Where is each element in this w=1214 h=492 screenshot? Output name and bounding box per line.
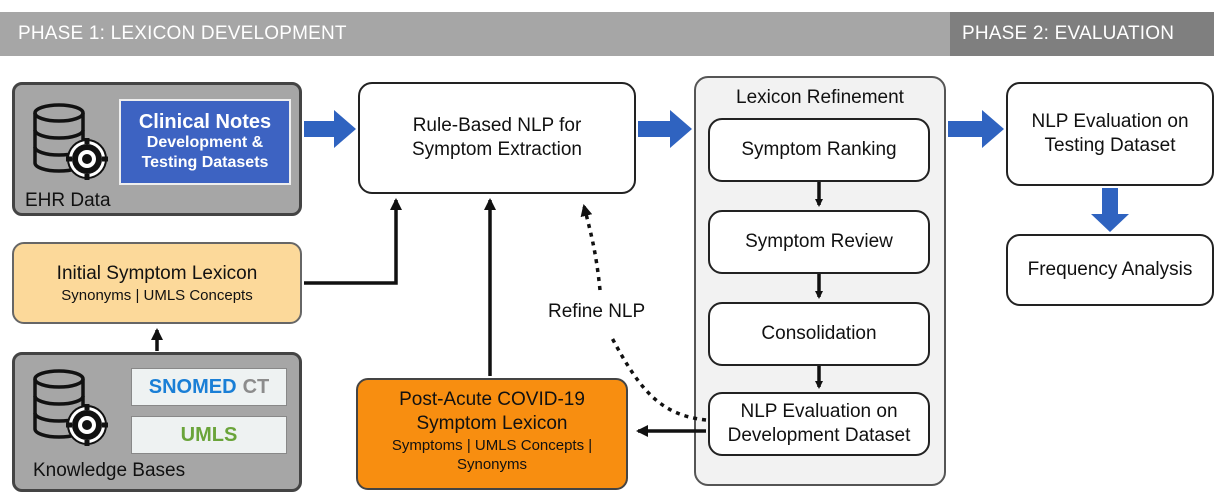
dotted-arrow-refine-down [610,337,707,422]
lexicon-refinement-title: Lexicon Refinement [736,87,904,108]
symptom-review-box: Symptom Review [708,210,930,274]
arrow-initial-to-nlp [304,198,402,285]
initial-lexicon-subtitle: Synonyms | UMLS Concepts [61,286,253,304]
blue-arrow-refinement-to-testing [948,110,1004,148]
nlp-line1: Rule-Based NLP for [412,115,582,136]
rule-based-nlp-box: Rule-Based NLP for Symptom Extraction [358,82,636,194]
post-acute-line2: Symptom Lexicon [416,413,568,434]
clinical-notes-line1: Development & [146,134,264,151]
nlp-line2: Symptom Extraction [412,139,582,160]
symptom-review-label: Symptom Review [745,231,893,252]
blue-arrow-testing-to-frequency [1091,188,1129,232]
post-acute-line4: Synonyms [456,456,528,473]
consolidation-box: Consolidation [708,302,930,366]
blue-arrow-ehr-to-nlp [304,110,356,148]
dotted-arrow-refine-up [580,204,602,291]
frequency-analysis-label: Frequency Analysis [1027,259,1193,280]
snomed-text: SNOMED [148,375,237,398]
post-acute-line3: Symptoms | UMLS Concepts | [391,437,593,454]
initial-lexicon-title: Initial Symptom Lexicon [56,262,258,284]
nlp-eval-test-line2: Testing Dataset [1044,135,1176,156]
connector-arrows [151,110,1129,437]
umls-text: UMLS [180,423,238,446]
phase2-title: PHASE 2: EVALUATION [962,23,1175,44]
database-gear-icon [33,369,108,446]
nlp-eval-testing-box: NLP Evaluation on Testing Dataset [1006,82,1214,186]
blue-arrow-nlp-to-refinement [638,110,692,148]
clinical-notes-title: Clinical Notes [138,111,272,133]
phase2-header: PHASE 2: EVALUATION [950,12,1214,56]
clinical-notes-line2: Testing Datasets [141,154,269,171]
nlp-eval-dev-line2: Development Dataset [727,425,911,446]
nlp-eval-dev-line1: NLP Evaluation on [740,401,898,422]
knowledge-bases-label: Knowledge Bases [33,460,186,481]
umls-logo: UMLS [131,416,287,454]
ehr-data-box: Clinical Notes Development & Testing Dat… [12,82,302,216]
frequency-analysis-box: Frequency Analysis [1006,234,1214,306]
symptom-ranking-box: Symptom Ranking [708,118,930,182]
clinical-notes-panel: Clinical Notes Development & Testing Dat… [119,99,291,185]
consolidation-label: Consolidation [761,323,877,344]
database-gear-icon [33,103,108,180]
snomed-ct-logo: SNOMED CT [131,368,287,406]
ct-text: CT [242,375,270,398]
phase1-title: PHASE 1: LEXICON DEVELOPMENT [18,23,347,44]
post-acute-lexicon-box: Post-Acute COVID-19 Symptom Lexicon Symp… [356,378,628,490]
knowledge-bases-box: SNOMED CT UMLS Knowledge Bases [12,352,302,492]
initial-symptom-lexicon-box: Initial Symptom Lexicon Synonyms | UMLS … [12,242,302,324]
symptom-ranking-label: Symptom Ranking [741,139,897,160]
nlp-eval-development-box: NLP Evaluation on Development Dataset [708,392,930,456]
phase1-header: PHASE 1: LEXICON DEVELOPMENT [0,12,950,56]
nlp-eval-test-line1: NLP Evaluation on [1031,111,1189,132]
refine-nlp-label: Refine NLP [548,301,646,322]
ehr-data-label: EHR Data [25,190,111,211]
blue-flow-arrows [304,110,1129,232]
post-acute-line1: Post-Acute COVID-19 [399,389,585,410]
